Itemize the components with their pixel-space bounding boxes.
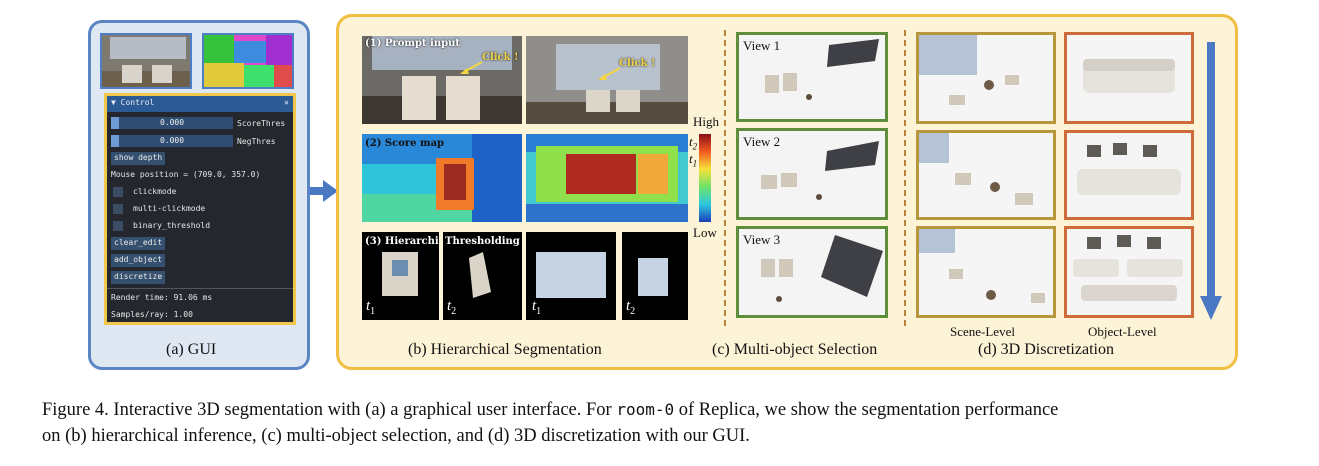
t2-label: t2 [626, 298, 635, 317]
scene-level-image-1 [916, 32, 1056, 124]
object-level-image-2 [1064, 130, 1194, 220]
hierarchical-label: (3) Hierarchical [365, 236, 439, 247]
scene-level-image-2 [916, 130, 1056, 220]
score-map-label: (2) Score map [365, 138, 445, 149]
t1-subscript: 1 [692, 158, 698, 169]
caption-text: Figure 4. Interactive 3D segmentation wi… [42, 400, 617, 420]
render-time-readout: Render time: 91.06 ms [111, 293, 213, 302]
multi-object-caption: (c) Multi-object Selection [712, 341, 878, 358]
binary-threshold-checkbox[interactable] [113, 221, 123, 231]
clickmode-label: clickmode [133, 187, 177, 196]
scene-level-image-3 [916, 226, 1056, 318]
multi-clickmode-checkbox[interactable] [113, 204, 123, 214]
object-level-image-1 [1064, 32, 1194, 124]
show-depth-button[interactable]: show depth [111, 152, 166, 165]
figure-caption-line-2: on (b) hierarchical inference, (c) multi… [42, 426, 750, 446]
t2-subscript: 2 [692, 141, 698, 152]
t1-subscript: 1 [536, 306, 542, 317]
thresholding-label: Thresholding [445, 236, 520, 247]
clickmode-checkbox[interactable] [113, 187, 123, 197]
negative-threshold-label: NegThres [237, 137, 276, 146]
down-arrow-icon [1200, 42, 1222, 320]
view-3-label: View 3 [743, 232, 781, 247]
scene-level-label: Scene-Level [950, 324, 1015, 339]
caption-text: of Replica, we show the segmentation per… [674, 400, 1059, 420]
slider-knob[interactable] [111, 117, 119, 129]
t-symbol: t [626, 298, 631, 314]
prompt-input-image-2: Click ! [526, 36, 688, 124]
add-object-button[interactable]: add_object [111, 254, 166, 267]
click-arrow-icon [460, 61, 483, 74]
gui-caption: (a) GUI [166, 341, 217, 358]
t-symbol: t [447, 298, 452, 314]
t1-label: t1 [532, 298, 541, 317]
gui-thumbnail-segmentation [202, 33, 294, 89]
click-label: Click ! [482, 52, 519, 63]
control-window: ▼ Control ✕ 0.000 ScoreThres 0.000 NegTh… [104, 93, 296, 325]
mouse-position-readout: Mouse position = (709.0, 357.0) [111, 170, 261, 179]
hierarchical-caption: (b) Hierarchical Segmentation [408, 341, 602, 358]
object-level-image-3 [1064, 226, 1194, 318]
t-symbol: t [366, 298, 371, 314]
view-2: View 2 [736, 128, 888, 220]
t1-subscript: 1 [370, 306, 376, 317]
slider-knob[interactable] [111, 135, 119, 147]
prompt-input-label: (1) Prompt input [365, 38, 460, 49]
t-symbol: t [689, 151, 693, 166]
colorbar-t1-label: t1 [689, 151, 697, 169]
dashed-divider [904, 30, 906, 326]
samples-per-ray-readout: Samples/ray: 1.00 [111, 310, 193, 319]
right-arrow-icon [310, 180, 338, 202]
colorbar [699, 134, 711, 222]
close-icon[interactable]: ✕ [284, 98, 289, 107]
multi-clickmode-label: multi-clickmode [133, 204, 206, 213]
negative-threshold-slider[interactable]: 0.000 [111, 135, 233, 147]
control-title-bar[interactable]: ▼ Control ✕ [107, 96, 293, 112]
threshold-window-t1: t1 [526, 232, 616, 320]
view-2-label: View 2 [743, 134, 781, 149]
t1-label: t1 [366, 298, 375, 317]
gui-thumbnail-rgb [100, 33, 192, 89]
t2-subscript: 2 [451, 306, 457, 317]
threshold-chair-t2: Thresholding t2 [443, 232, 522, 320]
colorbar-high-label: High [693, 114, 719, 129]
t-symbol: t [532, 298, 537, 314]
figure-caption-line-1: Figure 4. Interactive 3D segmentation wi… [42, 400, 1058, 421]
discretize-button[interactable]: discretize [111, 271, 166, 284]
clear-edit-button[interactable]: clear_edit [111, 237, 166, 250]
score-threshold-value: 0.000 [159, 118, 185, 127]
score-map-image-2 [526, 134, 688, 222]
click-label: Click ! [619, 58, 656, 69]
object-level-label: Object-Level [1088, 324, 1157, 339]
t-symbol: t [689, 134, 693, 149]
control-title: ▼ Control [111, 98, 155, 107]
view-1: View 1 [736, 32, 888, 122]
score-map-image-1: (2) Score map [362, 134, 522, 222]
prompt-input-image-1: (1) Prompt input Click ! [362, 36, 522, 124]
view-1-label: View 1 [743, 38, 781, 53]
score-threshold-label: ScoreThres [237, 119, 286, 128]
dataset-code: room-0 [616, 400, 675, 419]
dashed-divider [724, 30, 726, 326]
t2-subscript: 2 [630, 306, 636, 317]
colorbar-low-label: Low [693, 225, 717, 240]
click-arrow-icon [598, 67, 621, 80]
threshold-window-t2: t2 [622, 232, 688, 320]
t2-label: t2 [447, 298, 456, 317]
view-3: View 3 [736, 226, 888, 318]
binary-threshold-label: binary_threshold [133, 221, 211, 230]
colorbar-t2-label: t2 [689, 134, 697, 152]
discretization-caption: (d) 3D Discretization [978, 341, 1114, 358]
divider [107, 288, 293, 289]
score-threshold-slider[interactable]: 0.000 [111, 117, 233, 129]
threshold-chair-t1: (3) Hierarchical t1 [362, 232, 439, 320]
negative-threshold-value: 0.000 [159, 136, 185, 145]
